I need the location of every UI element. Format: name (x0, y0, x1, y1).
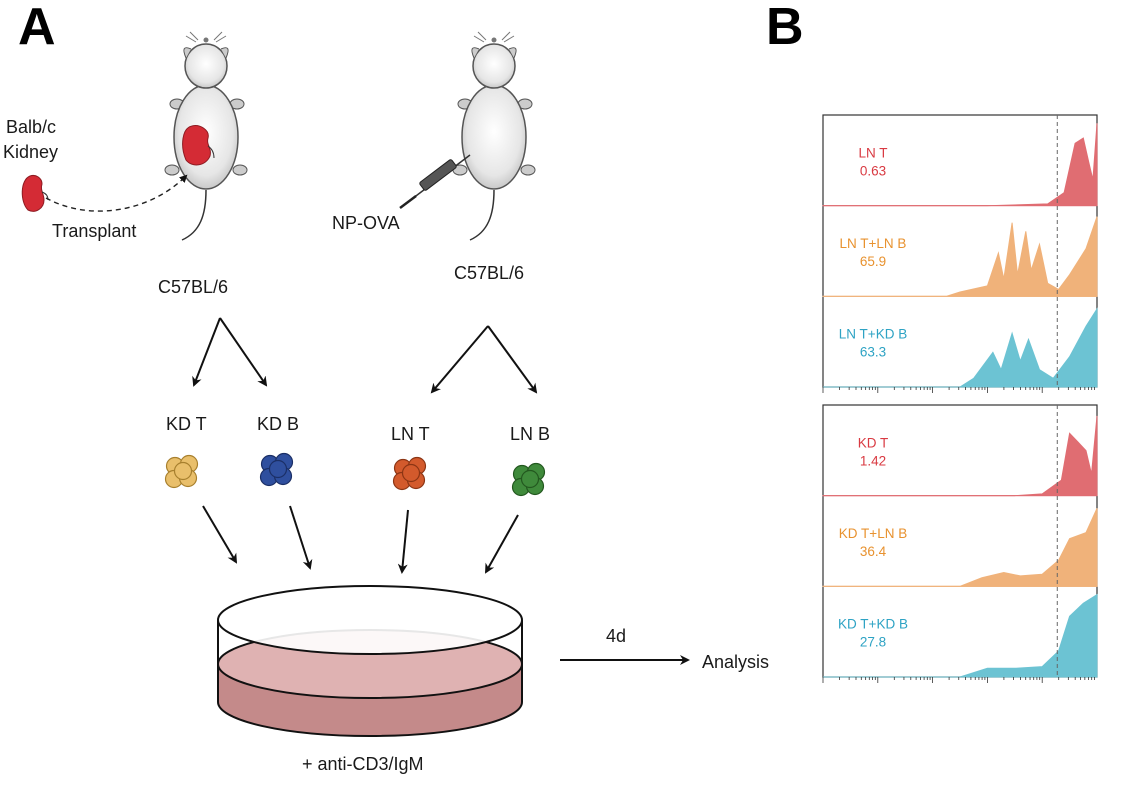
cell-icon (268, 459, 288, 479)
track-percentage-value: 0.63 (860, 163, 886, 178)
mouse-left-strain: C57BL/6 (158, 277, 228, 297)
mouse-right-strain: C57BL/6 (454, 263, 524, 283)
histogram-track-1-2 (823, 593, 1098, 678)
split-arrows-left (192, 317, 268, 387)
panel-b-letter: B (766, 0, 804, 56)
cell-group-label-ln-b: LN B (510, 424, 550, 444)
transplanted-kidney-icon (182, 125, 215, 166)
cell-icon (173, 461, 193, 481)
cell-icon (520, 469, 540, 489)
track-percentage-value: 27.8 (860, 635, 886, 650)
track-sample-label: KD T (858, 435, 889, 450)
track-percentage-value: 36.4 (860, 544, 887, 559)
injection-label: NP-OVA (332, 213, 400, 233)
track-percentage-value: 63.3 (860, 345, 886, 360)
histogram-frame (822, 114, 1098, 388)
cell-group-label-ln-t: LN T (391, 424, 430, 444)
track-sample-label: KD T+KD B (838, 617, 908, 632)
donor-label-line1: Balb/c (6, 117, 56, 137)
histogram-track-0-1 (822, 216, 1098, 297)
cell-group-label-kd-b: KD B (257, 414, 299, 434)
analysis-label: Analysis (702, 652, 769, 672)
transplant-label: Transplant (52, 221, 136, 241)
cell-cluster-kd-b (259, 452, 294, 487)
track-percentage-value: 65.9 (860, 254, 886, 269)
track-sample-label: LN T+KD B (839, 327, 907, 342)
panel-a-letter: A (18, 0, 56, 56)
mouse-right-illustration (452, 31, 536, 241)
cell-cluster-kd-t (164, 454, 199, 489)
transplant-dashed-arrow (45, 174, 188, 212)
cell-cluster-ln-b (511, 462, 546, 497)
culture-dish (217, 585, 523, 737)
histogram-group-kd: KD T 1.42 KD T+LN B 36.4 KD T+KD B 27.8 (822, 404, 1098, 683)
track-percentage-value: 1.42 (860, 453, 886, 468)
track-sample-label: LN T+LN B (840, 236, 907, 251)
converging-arrows (202, 505, 519, 574)
donor-label-line2: Kidney (3, 142, 58, 162)
histogram-track-0-2 (823, 307, 1098, 388)
cell-group-label-kd-t: KD T (166, 414, 207, 434)
cell-icon (401, 463, 421, 483)
histogram-group-ln: LN T 0.63 LN T+LN B 65.9 LN T+KD B 63.3 (822, 114, 1098, 393)
histogram-frame (822, 404, 1098, 678)
dish-label: + anti-CD3/IgM (302, 754, 424, 774)
split-arrows-right (430, 325, 538, 394)
track-sample-label: KD T+LN B (839, 526, 907, 541)
syringe-icon (399, 154, 471, 209)
donor-kidney-icon (21, 175, 49, 212)
track-sample-label: LN T (858, 145, 887, 160)
time-label: 4d (606, 626, 626, 646)
cell-cluster-ln-t (392, 456, 427, 491)
